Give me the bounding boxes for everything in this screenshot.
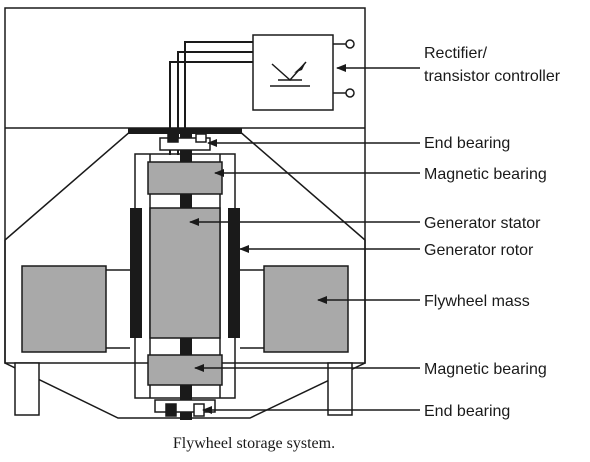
label-generator-rotor: Generator rotor xyxy=(424,242,534,259)
magnetic-bearing-bottom xyxy=(147,354,223,386)
generator-rotor-left xyxy=(130,208,142,338)
label-end-bearing-bottom: End bearing xyxy=(424,403,510,420)
rectifier-box xyxy=(252,34,355,111)
end-bearing-bottom xyxy=(154,399,216,417)
foot-right xyxy=(327,362,353,416)
label-flywheel-mass: Flywheel mass xyxy=(424,293,530,310)
label-rectifier-line1: Rectifier/ xyxy=(424,45,488,62)
label-magnetic-bearing-bottom: Magnetic bearing xyxy=(424,361,547,378)
flywheel-hub xyxy=(106,269,264,349)
magnetic-bearing-top xyxy=(147,161,223,195)
foot-left xyxy=(14,362,40,416)
label-end-bearing-top: End bearing xyxy=(424,135,510,152)
flywheel-mass-right xyxy=(263,265,349,353)
flywheel-mass-left xyxy=(21,265,107,353)
figure-caption: Flywheel storage system. xyxy=(173,435,335,452)
wiring xyxy=(169,41,253,155)
end-bearing-top xyxy=(159,133,211,151)
label-magnetic-bearing-top: Magnetic bearing xyxy=(424,166,547,183)
generator-stator xyxy=(149,207,221,339)
label-generator-stator: Generator stator xyxy=(424,215,541,232)
label-rectifier-line2: transistor controller xyxy=(424,68,561,85)
leaders xyxy=(189,64,420,414)
generator-rotor-right xyxy=(228,208,240,338)
